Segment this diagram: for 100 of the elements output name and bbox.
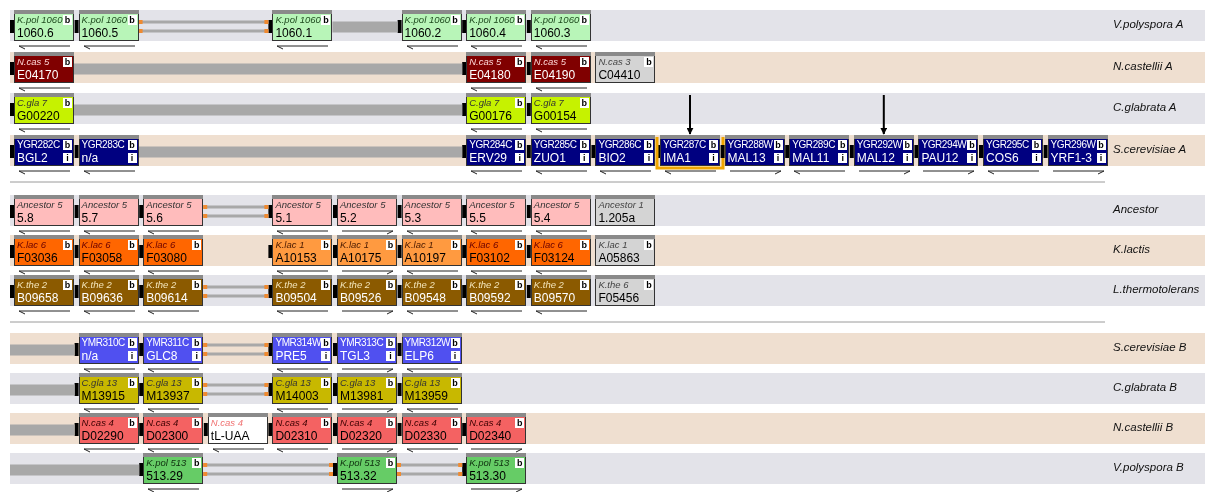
gene-box <box>272 275 333 315</box>
b-button: b <box>127 140 137 150</box>
b-button: b <box>450 378 460 388</box>
gene-name: MAL11 <box>792 151 830 165</box>
gene-box <box>789 135 850 175</box>
gene-name: 5.1 <box>275 211 293 225</box>
gap-bar <box>74 104 463 116</box>
gene-name: E04190 <box>533 68 576 82</box>
species-label: C.gla 13 <box>340 377 376 389</box>
gene-name: A10175 <box>340 251 382 265</box>
gene-name: D02300 <box>146 429 189 443</box>
gene-name: G00176 <box>469 109 512 123</box>
gene-box <box>14 10 74 50</box>
gene-box <box>337 333 397 373</box>
gene-name: COS6 <box>986 151 1019 165</box>
gene-name: B09504 <box>275 291 317 305</box>
species-label: K.lac 1 <box>598 239 628 251</box>
track-label: N.castellii A <box>1113 60 1173 72</box>
species-label: Ancestor 5 <box>146 199 192 211</box>
b-button: b <box>127 338 137 348</box>
gene-box <box>401 235 462 275</box>
i-button: i <box>967 153 977 163</box>
gene-box <box>78 413 139 453</box>
species-label: N.cas 4 <box>81 417 114 429</box>
gap-bar <box>10 384 75 396</box>
gene-box <box>272 373 333 413</box>
b-button: b <box>321 338 331 348</box>
gene-name: 5.7 <box>81 211 99 225</box>
gap-bar <box>10 464 140 476</box>
track-band <box>10 373 1205 413</box>
b-button: b <box>450 338 460 348</box>
species-label: C.gla 13 <box>275 377 311 389</box>
gene-box <box>401 275 462 315</box>
gene-name: 513.29 <box>146 469 183 483</box>
b-button: b <box>127 240 137 250</box>
gene-box <box>918 135 979 175</box>
species-label: C.gla 7 <box>469 97 500 109</box>
b-button: b <box>386 280 395 290</box>
gene-box <box>530 93 591 133</box>
species-label: K.lac 6 <box>81 239 111 251</box>
i-button: i <box>450 351 460 361</box>
gene-box <box>78 235 139 275</box>
b-button: b <box>838 140 848 150</box>
gene-name: 5.4 <box>533 211 551 225</box>
species-label: K.pol 1060 <box>275 14 321 26</box>
arrow <box>880 94 888 135</box>
gene-name: M13959 <box>404 389 448 403</box>
track-label: K.lactis <box>1113 243 1151 255</box>
track-label: N.castellii B <box>1113 421 1174 433</box>
gene-box <box>530 275 591 315</box>
gene-name: 5.5 <box>469 211 486 225</box>
gene-box <box>14 52 74 92</box>
b-button: b <box>579 140 589 150</box>
i-button: i <box>1096 153 1106 163</box>
species-label: Ancestor 1 <box>598 199 644 211</box>
b-button: b <box>450 240 460 250</box>
species-label: K.lac 6 <box>17 239 47 251</box>
gene-id: YGR287C <box>663 139 706 151</box>
species-label: N.cas 4 <box>469 417 502 429</box>
gene-name: B09548 <box>404 291 446 305</box>
i-button: i <box>773 153 783 163</box>
gene-name: E04180 <box>469 68 511 82</box>
b-button: b <box>321 240 331 250</box>
gene-box <box>337 453 397 492</box>
b-button: b <box>192 378 202 388</box>
gene-name: D02340 <box>469 429 512 443</box>
gene-name: tL-UAA <box>210 429 250 443</box>
species-label: K.the 2 <box>275 279 306 291</box>
species-label: Ancestor 5 <box>533 199 580 211</box>
track-band <box>10 333 1205 373</box>
gene-name: C04410 <box>598 68 641 82</box>
species-label: Ancestor 5 <box>340 199 386 211</box>
b-button: b <box>644 57 654 67</box>
species-label: K.pol 1060 <box>469 14 515 26</box>
track-label: C.glabrata A <box>1113 101 1177 113</box>
gene-id: YGR288W <box>727 139 773 151</box>
track-band <box>10 413 1205 453</box>
b-button: b <box>515 280 525 290</box>
species-label: N.cas 4 <box>340 417 373 429</box>
gene-box <box>401 195 462 235</box>
b-button: b <box>515 458 525 468</box>
b-button: b <box>63 57 72 67</box>
track-band <box>10 135 1205 175</box>
gene-name: F05456 <box>598 291 640 305</box>
species-label: K.pol 1060 <box>533 14 580 26</box>
gene-id: YGR292W <box>856 139 902 151</box>
gene-box <box>595 135 656 175</box>
gene-name: M13915 <box>81 389 125 403</box>
gene-box <box>466 275 527 315</box>
i-button: i <box>63 153 72 163</box>
species-label: Ancestor 5 <box>275 199 321 211</box>
b-button: b <box>515 98 525 108</box>
b-button: b <box>192 458 202 468</box>
b-button: b <box>386 240 395 250</box>
gene-name: 5.6 <box>146 211 163 225</box>
gene-box <box>337 413 397 453</box>
gene-name: D02320 <box>340 429 383 443</box>
b-button: b <box>63 280 72 290</box>
gene-id: YGR295C <box>986 139 1029 151</box>
gene-box <box>272 235 333 275</box>
